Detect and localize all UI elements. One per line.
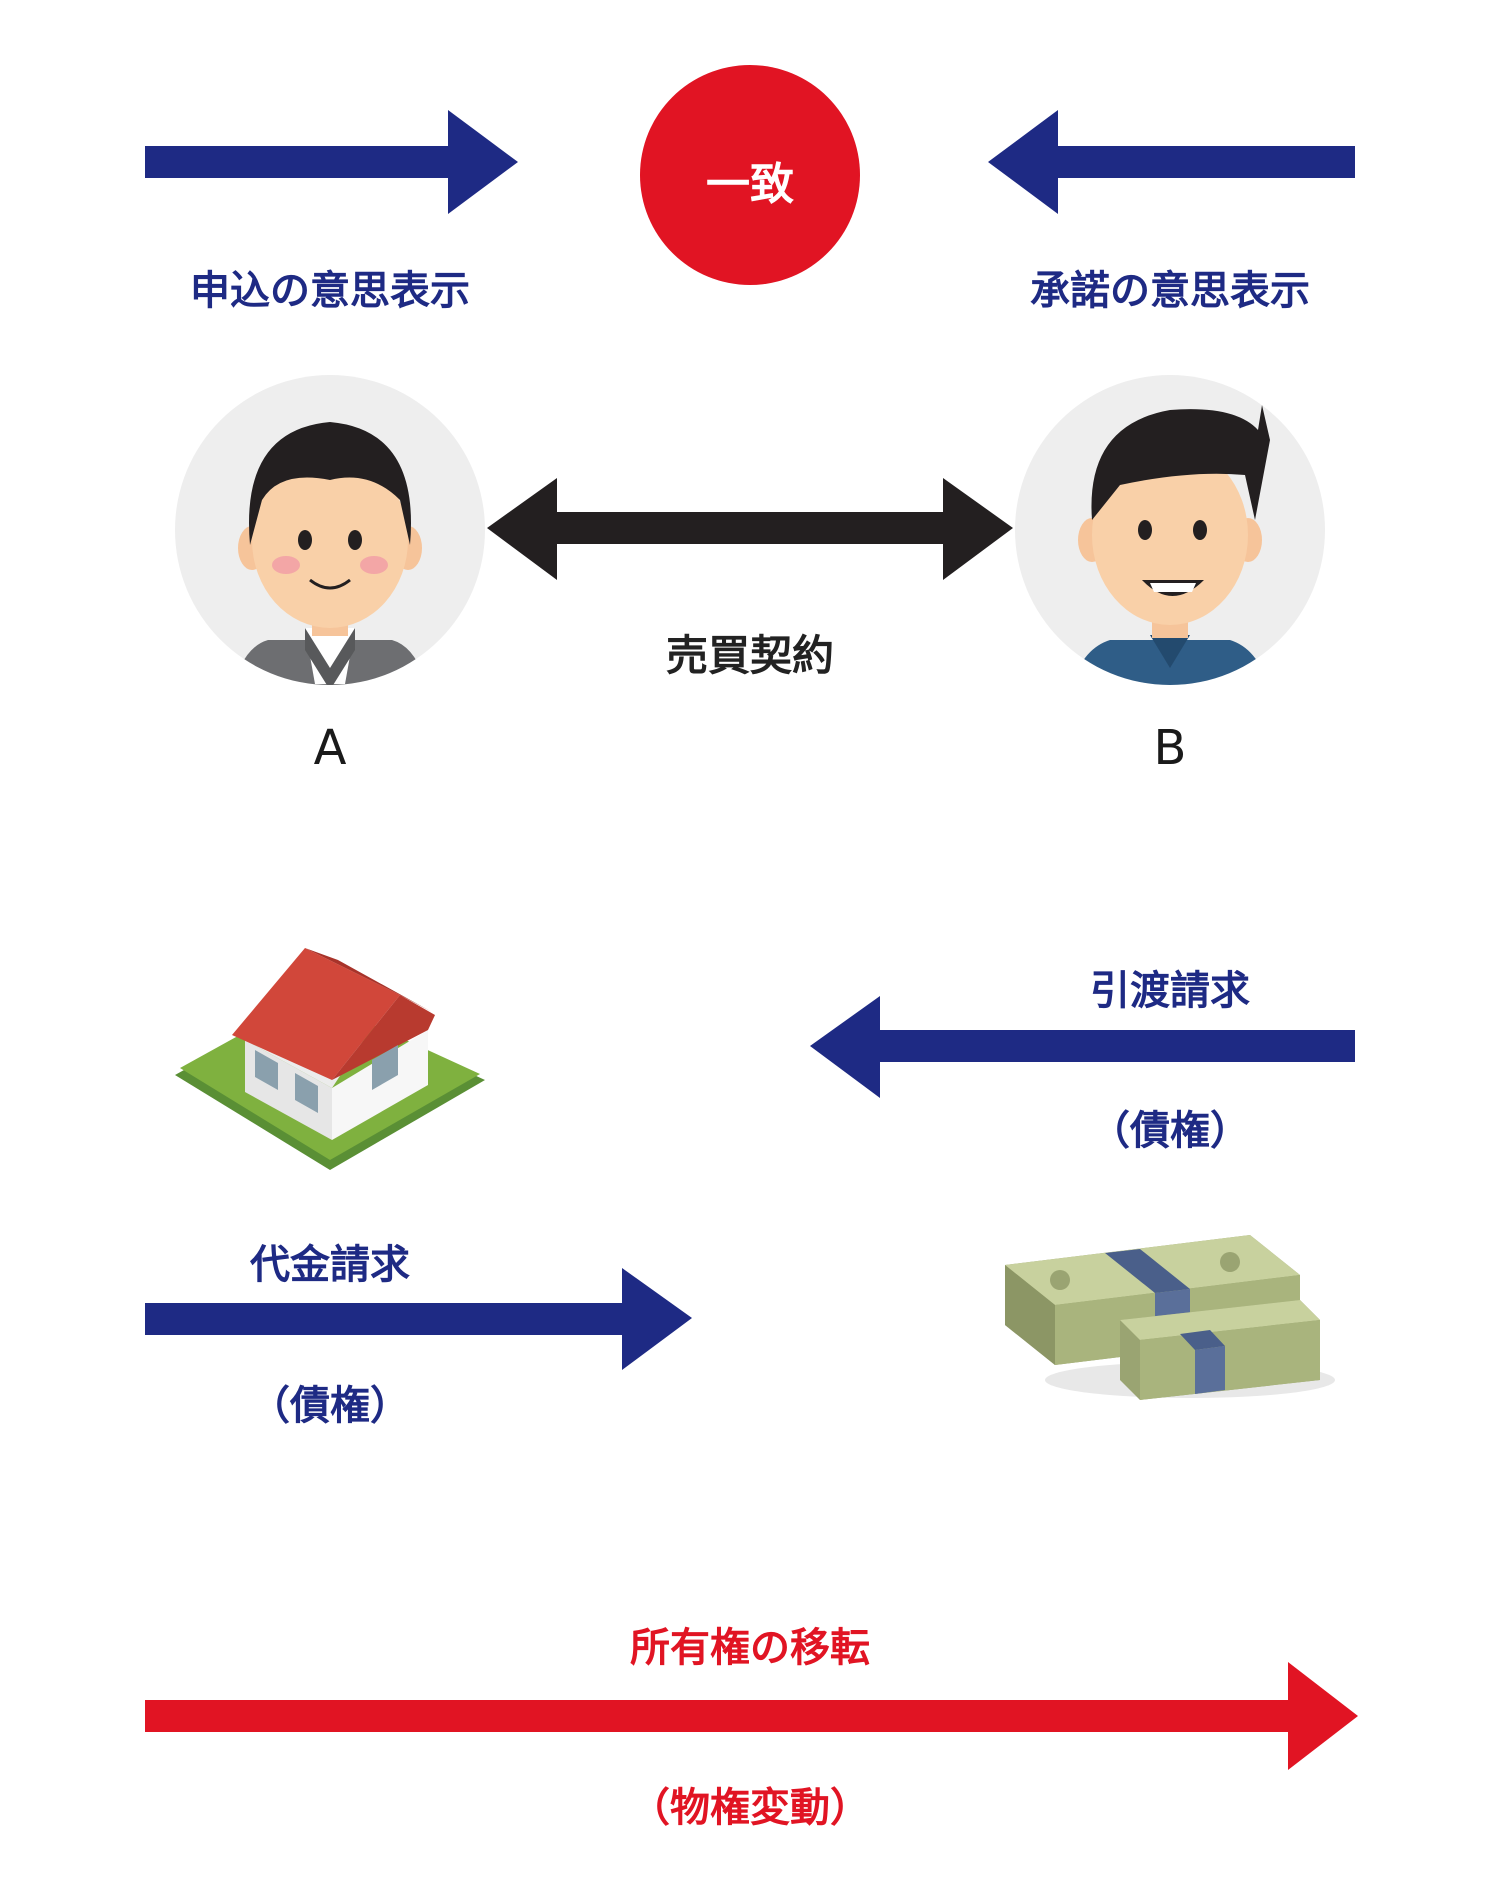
contract-label: 売買契約 [665,631,835,680]
delivery-claim-arrow [810,996,1355,1098]
money-icon [1005,1235,1335,1400]
delivery-claim-note: （債権） [1090,1108,1250,1154]
acceptance-label: 承諾の意思表示 [1030,268,1310,314]
house-icon [175,948,485,1170]
agreement-circle [640,65,860,285]
acceptance-arrow [988,110,1355,214]
ownership-transfer-arrow [145,1662,1358,1770]
offer-label: 申込の意思表示 [190,268,470,314]
agreement-badge: 一致 [706,159,794,210]
person-b-icon [1015,375,1325,685]
party-a-label: A [313,720,347,776]
payment-claim-arrow [145,1268,692,1370]
payment-claim-note: （債権） [250,1383,410,1429]
contract-double-arrow [487,478,1013,580]
party-b-label: B [1153,720,1187,776]
offer-arrow [145,110,518,214]
delivery-claim-label: 引渡請求 [1090,968,1250,1014]
ownership-transfer-label: 所有権の移転 [630,1625,870,1671]
ownership-transfer-note: （物権変動） [630,1785,870,1831]
payment-claim-label: 代金請求 [250,1242,410,1288]
person-a-icon [175,375,485,685]
